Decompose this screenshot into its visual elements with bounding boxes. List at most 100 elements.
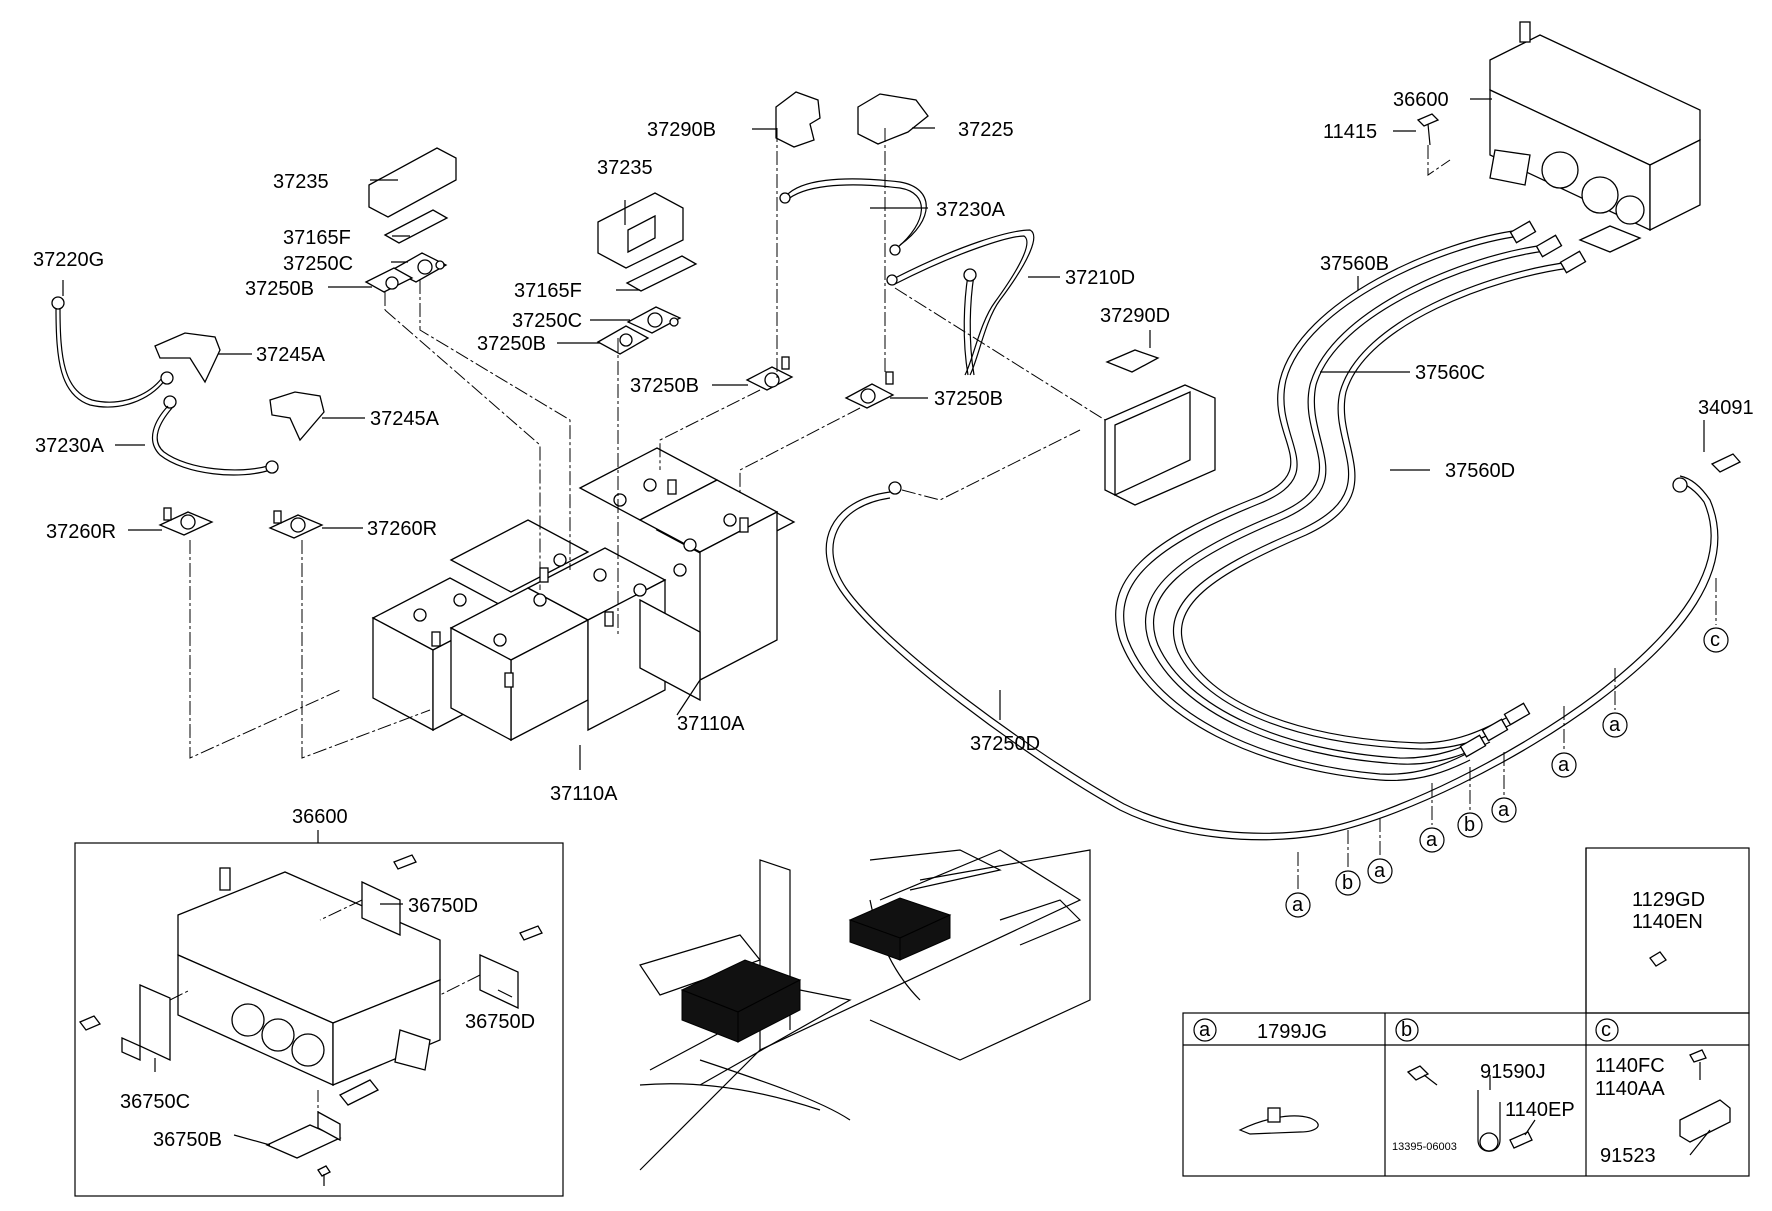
label-37250B-mid: 37250B — [477, 333, 546, 355]
svg-text:a: a — [1426, 829, 1438, 851]
label-37560C: 37560C — [1415, 362, 1485, 384]
svg-text:c: c — [1601, 1019, 1611, 1041]
label-37260R-left: 37260R — [46, 521, 116, 543]
label-37560B: 37560B — [1320, 253, 1389, 275]
insulator-cover-37235-left[interactable] — [368, 147, 457, 218]
bracket-36750C[interactable] — [78, 984, 171, 1062]
svg-text:b: b — [1464, 814, 1475, 836]
terminal-37250B-center[interactable] — [745, 356, 794, 391]
label-36600-detail: 36600 — [292, 806, 348, 828]
label-36750B: 36750B — [153, 1129, 222, 1151]
bracket-36750B[interactable] — [265, 1110, 342, 1186]
terminal-37250B-right[interactable] — [844, 371, 895, 409]
legend-marker-b: b — [1395, 1018, 1419, 1042]
inverter-detail-frame — [74, 842, 564, 1197]
legend-b-part-1: 91590J — [1480, 1061, 1546, 1083]
cable-37220G[interactable] — [51, 296, 174, 408]
cable-37560D[interactable] — [1172, 261, 1571, 750]
marker-c: c — [1703, 627, 1729, 653]
label-11415: 11415 — [1323, 121, 1377, 143]
clamp-37250C-mid[interactable] — [626, 306, 682, 334]
label-37210D: 37210D — [1065, 267, 1135, 289]
label-37230A-left: 37230A — [35, 435, 105, 457]
callout-labels: 37290B 37225 37235 37235 37165F 37165F 3… — [33, 89, 1754, 1167]
legend-table — [1182, 847, 1750, 1177]
legend-b-small: 13395-06003 — [1392, 1141, 1457, 1153]
svg-text:a: a — [1558, 754, 1570, 776]
insulator-cover-37235-mid[interactable] — [597, 192, 684, 269]
cap-37290B[interactable] — [775, 91, 821, 148]
label-34091: 34091 — [1698, 397, 1754, 419]
plate-37165F-left[interactable] — [383, 209, 449, 244]
svg-text:c: c — [1710, 629, 1720, 651]
label-1129GD: 1129GD — [1632, 889, 1705, 911]
legend-c-part-2: 1140AA — [1595, 1078, 1665, 1100]
cable-37560B[interactable] — [1115, 229, 1521, 782]
svg-text:a: a — [1292, 894, 1304, 916]
marker-b: b — [1335, 870, 1361, 896]
svg-text:a: a — [1609, 714, 1621, 736]
legend-marker-a: a — [1193, 1018, 1217, 1042]
cable-37230A-left[interactable] — [151, 395, 279, 476]
label-37235-mid: 37235 — [597, 157, 653, 179]
label-37290D: 37290D — [1100, 305, 1170, 327]
svg-text:a: a — [1498, 799, 1510, 821]
label-37110A-right: 37110A — [677, 713, 745, 735]
plate-37165F-mid[interactable] — [625, 255, 698, 292]
legend-a-part: 1799JG — [1257, 1021, 1327, 1043]
label-37250C-left: 37250C — [283, 253, 353, 275]
label-37235-left: 37235 — [273, 171, 329, 193]
bracket-36750D-upper[interactable] — [361, 854, 417, 937]
detail-leaders — [169, 899, 481, 1125]
svg-text:b: b — [1342, 872, 1353, 894]
cable-37210D[interactable] — [886, 229, 1035, 376]
cable-37230A-top[interactable] — [779, 178, 927, 256]
cable-ends-bottom — [1459, 220, 1587, 758]
bolt-34091[interactable] — [1672, 453, 1742, 493]
label-36750C: 36750C — [120, 1091, 190, 1113]
terminal-37260R-left[interactable] — [158, 507, 214, 536]
legend-c-part-1: 1140FC — [1595, 1055, 1665, 1077]
label-37245A-upper: 37245A — [256, 344, 326, 366]
cable-37250D[interactable] — [825, 475, 1719, 841]
cover-37245A-upper[interactable] — [154, 332, 221, 384]
label-37250B-left: 37250B — [245, 278, 314, 300]
label-37290B: 37290B — [647, 119, 716, 141]
inverter-36600-detail[interactable] — [177, 867, 441, 1106]
label-37250B-right: 37250B — [934, 388, 1003, 410]
cable-37560C[interactable] — [1144, 244, 1546, 765]
label-37560D: 37560D — [1445, 460, 1515, 482]
relay-box-37290D[interactable] — [1104, 349, 1216, 506]
label-37250C-mid: 37250C — [512, 310, 582, 332]
battery-pack-37110A[interactable] — [371, 447, 796, 742]
legend-c-part-3: 91523 — [1600, 1145, 1656, 1167]
clamp-37250B-mid[interactable] — [596, 325, 650, 355]
svg-text:a: a — [1199, 1019, 1211, 1041]
circle-markers: a b a a b a a a c a b c — [1193, 627, 1729, 1042]
cover-37245A-lower[interactable] — [269, 391, 325, 442]
legend-marker-c: c — [1595, 1018, 1619, 1042]
clamp-37250B-left[interactable] — [364, 267, 414, 293]
label-1140EN: 1140EN — [1632, 911, 1703, 933]
label-37250D: 37250D — [970, 733, 1040, 755]
svg-text:a: a — [1374, 860, 1386, 882]
bolt-11415[interactable] — [1416, 113, 1440, 146]
label-37165F-left: 37165F — [283, 227, 351, 249]
marker-a: a — [1285, 892, 1311, 918]
bracket-36750D-lower[interactable] — [479, 925, 543, 1010]
label-37250B-center: 37250B — [630, 375, 699, 397]
label-36750D-upper: 36750D — [408, 895, 478, 917]
dashed-leaders — [189, 128, 1717, 890]
marker-b: b — [1457, 812, 1483, 838]
svg-text:b: b — [1401, 1019, 1412, 1041]
inverter-36600-top[interactable] — [1489, 21, 1701, 253]
label-36600-top: 36600 — [1393, 89, 1449, 111]
marker-a: a — [1602, 712, 1628, 738]
legend-b-part-2: 1140EP — [1505, 1099, 1575, 1121]
label-37230A-top: 37230A — [936, 199, 1006, 221]
label-37165F-mid: 37165F — [514, 280, 582, 302]
marker-a: a — [1491, 797, 1517, 823]
terminal-37260R-right[interactable] — [268, 510, 324, 539]
cap-37225[interactable] — [857, 93, 929, 145]
